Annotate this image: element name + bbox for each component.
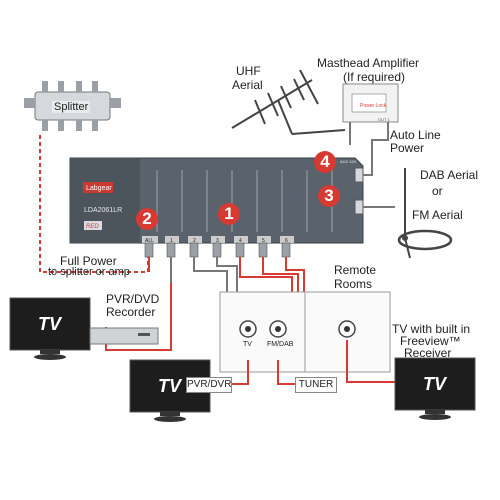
port-label: 3	[216, 238, 219, 244]
masthead-label-line2: (If required)	[343, 70, 406, 84]
pvr-label-line2: Recorder	[106, 305, 156, 319]
uhf-aerial-label-line1: UHF	[236, 64, 261, 78]
dab-aerial	[397, 168, 453, 259]
plate-tv-label: TV	[243, 341, 252, 348]
port-label: 5	[262, 238, 265, 244]
aux-label: AUX 12V	[340, 159, 357, 164]
tv-left-text: TV	[38, 314, 62, 334]
masthead-amplifier: Power Lock OUT 1	[342, 83, 399, 123]
dab-label-line1: DAB Aerial	[420, 168, 479, 182]
badge-4: 4	[314, 151, 336, 173]
remote-rooms-label-line1: Remote	[334, 263, 377, 277]
auto-line-label-line2: Power	[390, 141, 425, 155]
port-label: 2	[193, 238, 196, 244]
full-power-label-line1: Full Power	[60, 254, 117, 268]
device-brand: Labgear	[86, 185, 112, 192]
port-label: 6	[285, 238, 288, 244]
masthead-out-text: OUT 1	[378, 117, 390, 122]
remote-rooms-label-line2: Rooms	[334, 277, 373, 291]
tv-right	[394, 357, 476, 420]
badge-3: 3	[318, 185, 340, 207]
wall-plate-left	[219, 291, 306, 373]
pvr-dvr-box: PVR/DVR	[186, 377, 232, 393]
tuner-box: TUNER	[295, 377, 337, 393]
device-model: LDA2061LR	[84, 207, 122, 214]
port-label: 4	[239, 238, 242, 244]
tv-builtin-label-line1: TV with built in	[392, 322, 471, 336]
tv-left-top	[9, 297, 91, 360]
tv-right-text: TV	[423, 374, 447, 394]
cable-masthead	[371, 122, 389, 165]
device-variant: RED	[86, 224, 99, 230]
uhf-aerial-label-line2: Aerial	[232, 78, 263, 92]
tv-middle-text: TV	[158, 376, 182, 396]
masthead-label-line1: Masthead Amplifier	[317, 56, 420, 70]
port-connectors	[144, 242, 291, 258]
dab-label-line3: FM Aerial	[412, 208, 463, 222]
badge-2: 2	[136, 208, 158, 230]
full-power-dashed-line	[39, 135, 149, 273]
pvr-label-line1: PVR/DVD	[106, 292, 160, 306]
masthead-power-text: Power Lock	[360, 103, 387, 109]
cable-auto-line	[363, 165, 373, 176]
splitter-label: Splitter	[52, 101, 91, 113]
auto-line-label-line1: Auto Line	[390, 128, 441, 142]
tv-builtin-label-line3: Receiver	[404, 346, 452, 360]
full-power-label-line2: to splitter or amp	[48, 266, 130, 278]
dab-label-line2: or	[432, 184, 443, 198]
tv-builtin-label-line2: Freeview™	[400, 334, 461, 348]
port-all-label: ALL	[145, 238, 154, 244]
distribution-amplifier: Labgear LDA2061LR RED ALL 1 2 3 4 5 6 AU…	[69, 157, 364, 244]
badge-1: 1	[218, 203, 240, 225]
plate-fmdab-label: FM/DAB	[267, 341, 294, 348]
pvr-recorder	[89, 327, 159, 345]
uhf-aerial	[231, 69, 346, 135]
port-label: 1	[170, 238, 173, 244]
